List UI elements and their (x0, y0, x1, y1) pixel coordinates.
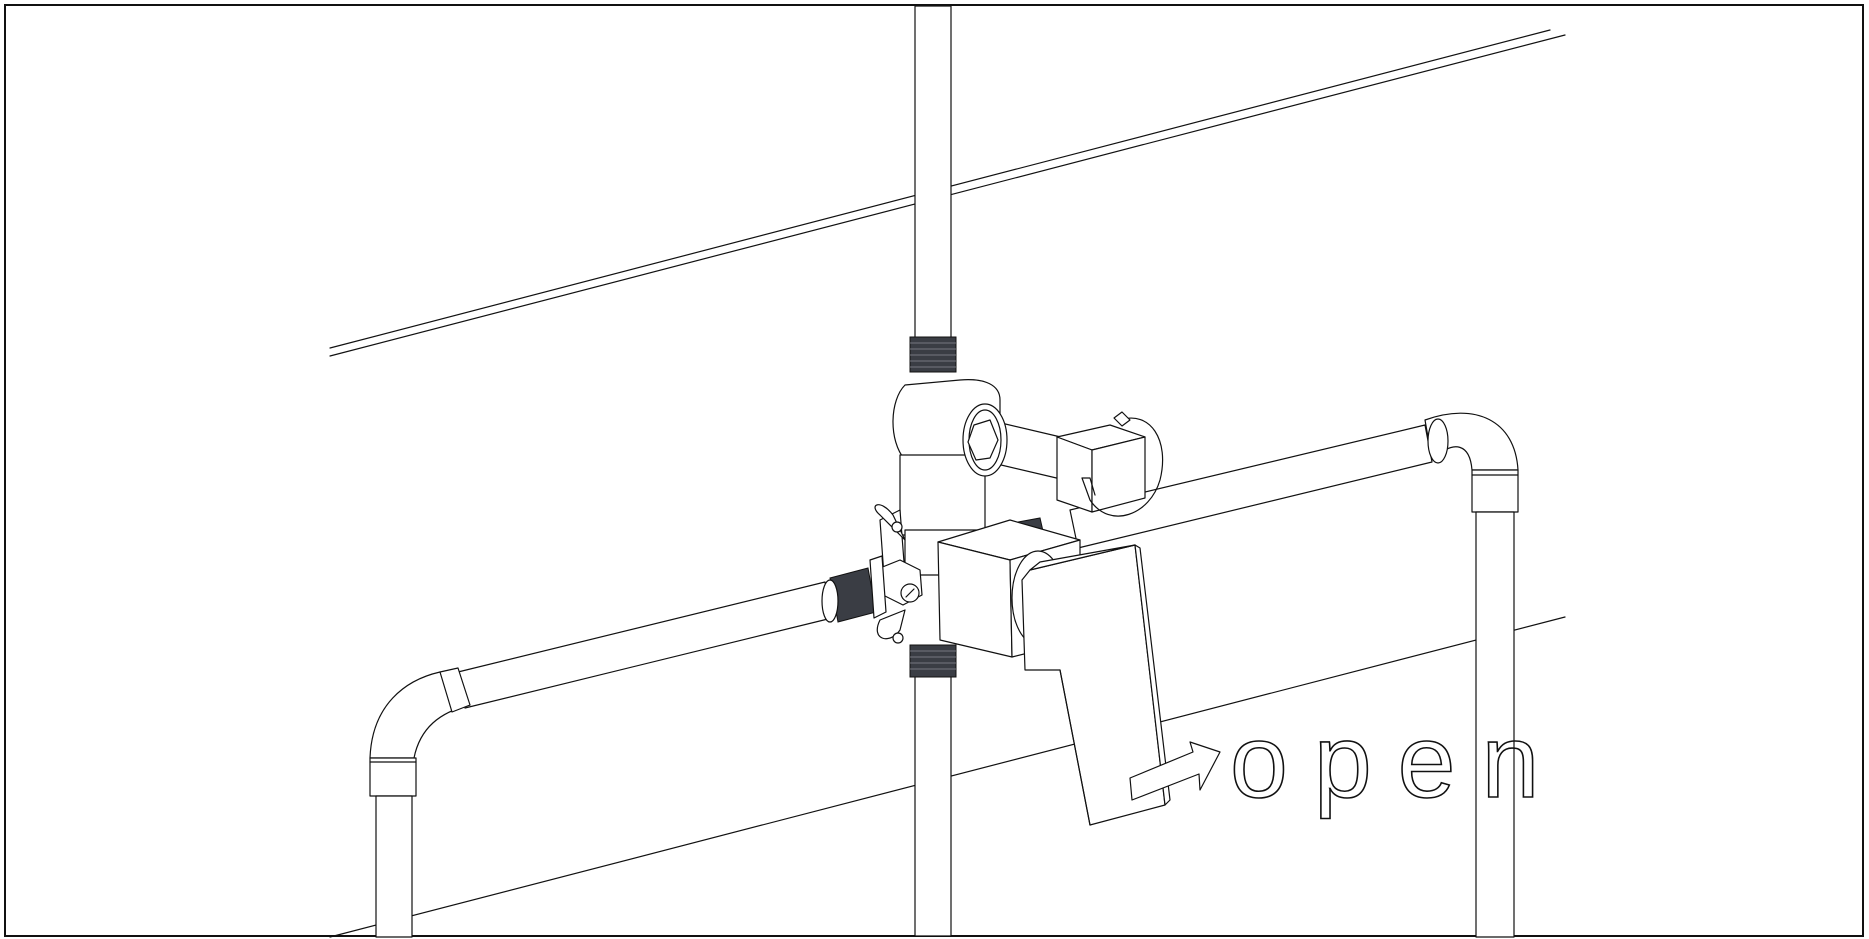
lever-handle[interactable] (1021, 544, 1171, 826)
arrow-right-icon (1129, 741, 1221, 801)
screw-icon (891, 521, 903, 533)
left-pipe (369, 567, 877, 938)
right-pipe (1069, 412, 1519, 938)
open-label: open (1230, 704, 1565, 820)
upper-stop-valve (962, 403, 1164, 517)
vertical-pipe (909, 5, 957, 937)
main-control-valve (937, 517, 1171, 826)
bottom-thread (909, 644, 957, 678)
